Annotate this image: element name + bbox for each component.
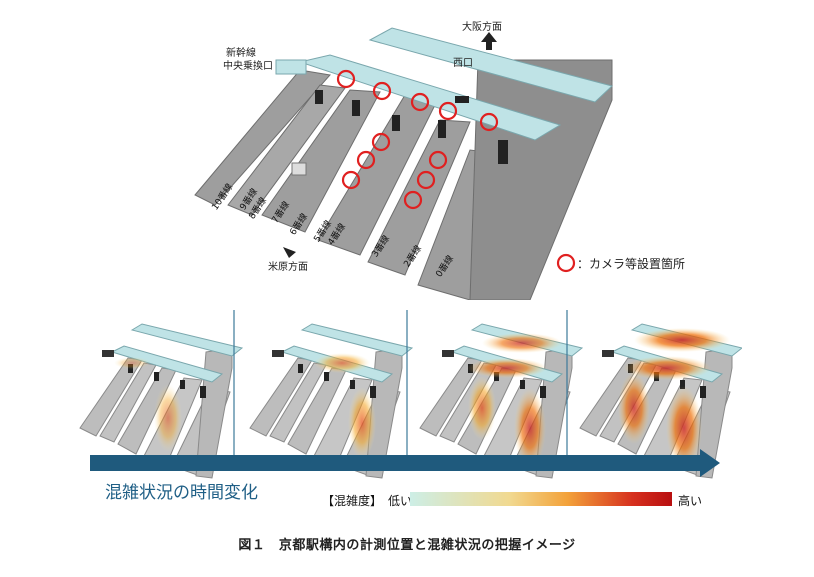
platform-6-5: [261, 89, 381, 233]
arrow-osaka-icon: [481, 32, 497, 50]
osaka-direction-label: 大阪方面: [462, 22, 502, 33]
panel-time-1: [79, 323, 243, 479]
arrow-maibara-icon: [283, 247, 296, 258]
camera-marker: [371, 132, 391, 152]
concourse-group: [275, 27, 613, 141]
platform-2: [367, 119, 471, 276]
camera-marker: [372, 81, 392, 101]
stair: [438, 120, 446, 138]
camera-marker: [416, 170, 436, 190]
camera-markers: [336, 69, 499, 210]
panel-time-2: [249, 323, 413, 479]
gate-box: [275, 59, 307, 75]
time-progress-label: 混雑状況の時間変化: [105, 483, 258, 503]
congestion-scale-bar: [410, 492, 672, 506]
figure-caption: 図１ 京都駅構内の計測位置と混雑状況の把握イメージ: [238, 538, 576, 553]
camera-marker: [428, 150, 448, 170]
camera-marker: [403, 190, 423, 210]
camera-marker: [479, 112, 499, 132]
stairs-group: [315, 90, 508, 164]
camera-marker: [356, 150, 376, 170]
concourse-mid: [298, 54, 562, 141]
concourse-top: [368, 27, 613, 103]
time-arrow-icon: [90, 449, 720, 477]
station-map: [194, 27, 613, 300]
shinkansen-label-1: 新幹線: [226, 48, 256, 59]
camera-marker: [336, 69, 356, 89]
stair: [392, 115, 400, 131]
panel-dividers: [233, 310, 568, 465]
camera-marker: [341, 170, 361, 190]
scale-low-label: 低い: [388, 494, 413, 508]
kiosk-box: [291, 162, 307, 176]
scale-title: 【混雑度】: [322, 494, 383, 508]
stair: [455, 96, 469, 103]
stair: [498, 140, 508, 164]
panel-time-3: [419, 323, 583, 479]
legend-camera-icon: [556, 253, 576, 273]
camera-marker: [410, 92, 430, 112]
camera-marker: [438, 101, 458, 121]
stair: [315, 90, 323, 104]
legend-camera-label: ：カメラ等設置箇所: [577, 257, 686, 271]
scale-high-label: 高い: [678, 494, 703, 508]
panel-time-4: [579, 323, 742, 479]
shinkansen-label-2: 中央乗換口: [223, 61, 273, 72]
stair: [352, 100, 360, 116]
congestion-panels: [79, 310, 742, 479]
maibara-direction-label: 米原方面: [268, 262, 308, 273]
west-gate-label: 西口: [453, 58, 473, 69]
platform-10-9: [194, 69, 331, 206]
